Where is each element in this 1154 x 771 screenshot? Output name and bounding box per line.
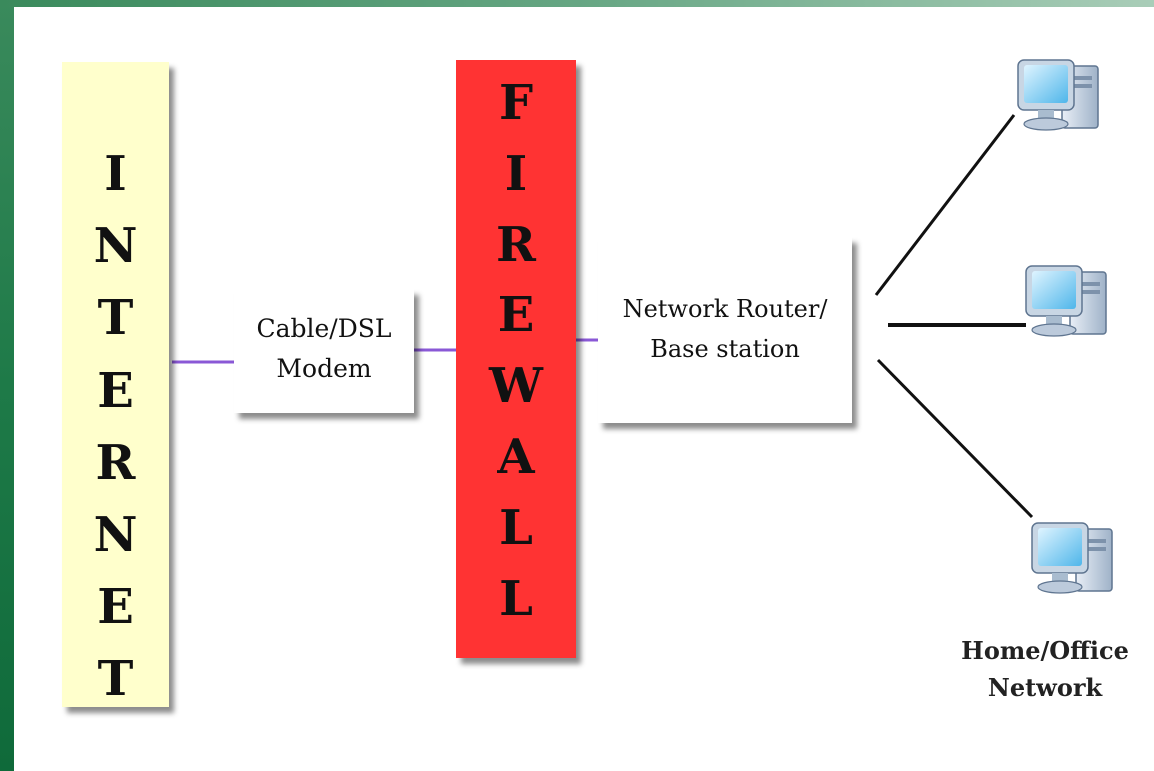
internet-letter: N: [93, 218, 138, 275]
slide-frame-left: [0, 0, 14, 771]
router-label-line2: Base station: [650, 335, 800, 363]
network-label-line2: Network: [987, 673, 1103, 702]
router-box: Network Router/ Base station: [598, 237, 852, 423]
internet-letter: E: [97, 362, 134, 419]
internet-letter: R: [95, 434, 136, 491]
computer-icon: [1031, 522, 1113, 594]
firewall-letter: F: [498, 75, 534, 131]
router-label-line1: Network Router/: [622, 295, 828, 323]
computer-icon: [1025, 265, 1107, 337]
firewall-letter: L: [499, 499, 533, 556]
internet-letter: T: [97, 651, 134, 708]
firewall-letter: A: [497, 428, 535, 485]
modem-label: Cable/DSL Modem: [234, 309, 414, 389]
router-pc1-link: [874, 114, 1016, 296]
firewall-letter: I: [504, 145, 528, 202]
internet-letter: T: [97, 290, 134, 347]
firewall-label: F I R E W A L L: [456, 77, 576, 643]
slide-frame-top: [0, 0, 1154, 7]
modem-box: Cable/DSL Modem: [234, 289, 414, 413]
internet-label: I N T E R N E T: [62, 148, 169, 726]
network-label: Home/Office Network: [940, 632, 1150, 706]
firewall-letter: W: [489, 358, 543, 415]
network-label-line1: Home/Office: [961, 636, 1129, 665]
internet-letter: E: [97, 579, 134, 636]
firewall-box: F I R E W A L L: [456, 60, 576, 658]
router-pc3-link: [876, 358, 1034, 519]
firewall-letter: R: [496, 216, 536, 273]
firewall-letter: L: [499, 570, 533, 627]
internet-letter: I: [104, 146, 127, 202]
router-label: Network Router/ Base station: [598, 289, 852, 369]
modem-label-line1: Cable/DSL: [256, 314, 392, 343]
internet-letter: N: [93, 506, 138, 563]
firewall-letter: E: [497, 287, 535, 344]
internet-box: I N T E R N E T: [62, 62, 169, 707]
modem-label-line2: Modem: [276, 354, 372, 383]
computer-icon: [1017, 59, 1099, 131]
